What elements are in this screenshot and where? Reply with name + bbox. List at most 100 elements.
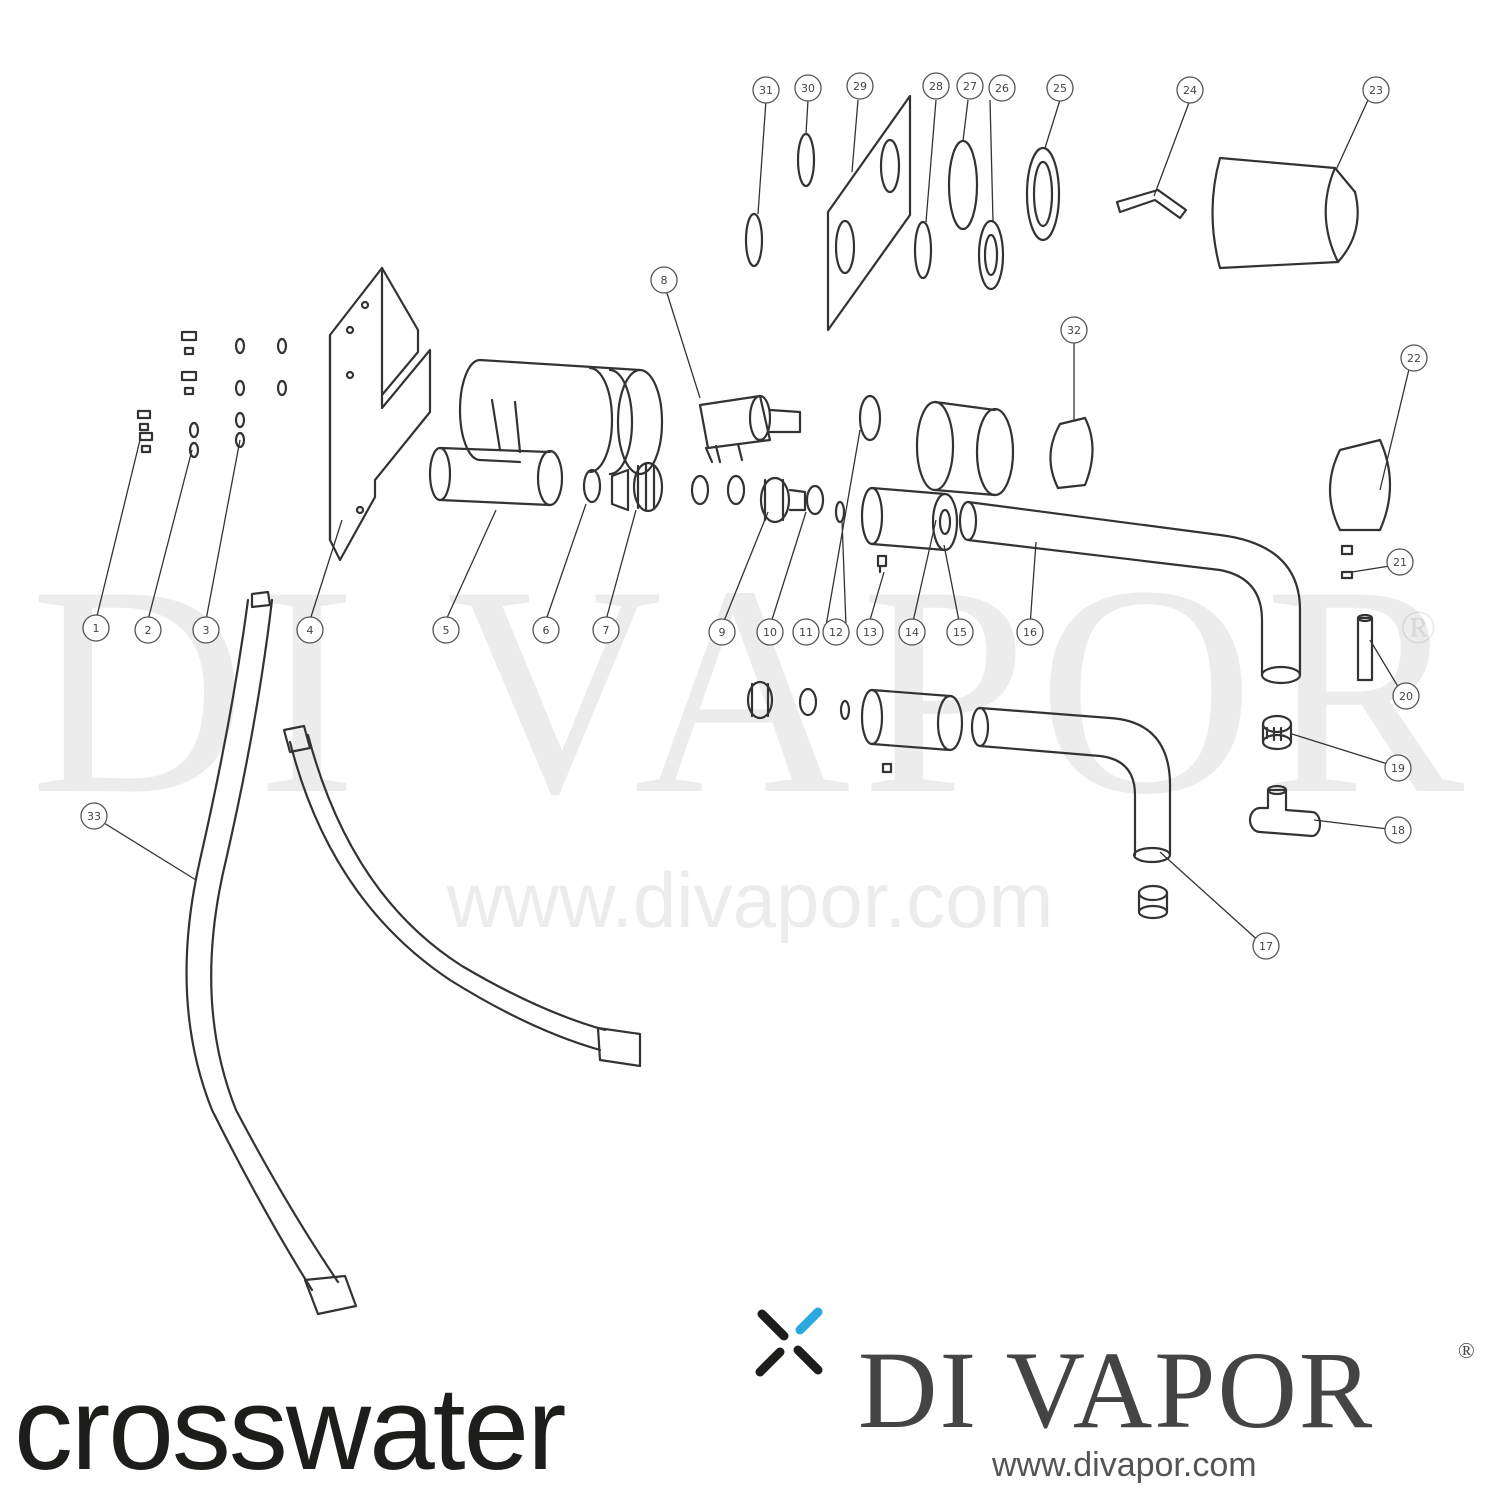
back-plate-seal: [826, 94, 912, 332]
callout-21: 21: [1386, 548, 1414, 576]
callout-14: 14: [898, 618, 926, 646]
pin: [1356, 613, 1374, 682]
watermark-url: www.divapor.com: [446, 856, 1054, 944]
second-valve-set: [746, 680, 964, 774]
svg-text:3: 3: [203, 624, 210, 637]
svg-text:1: 1: [93, 622, 100, 635]
svg-text:24: 24: [1183, 84, 1197, 97]
callout-9: 9: [708, 618, 736, 646]
callout-3: 3: [192, 616, 220, 644]
diverter-tee: [1248, 784, 1322, 838]
svg-text:6: 6: [543, 624, 550, 637]
callout-11: 11: [792, 618, 820, 646]
svg-text:11: 11: [799, 626, 813, 639]
callout-31: 31: [752, 76, 780, 104]
small-grub-screw: [1340, 544, 1354, 580]
divapor-registered-mark: ®: [1458, 1338, 1475, 1363]
callout-12: 12: [822, 618, 850, 646]
mounting-screws: [136, 330, 198, 454]
svg-text:21: 21: [1393, 556, 1407, 569]
callout-1: 1: [82, 614, 110, 642]
watermark-registered-mark: ®: [1400, 601, 1437, 654]
lever-handle-cap: [1211, 156, 1359, 270]
crosswater-logo: crosswater: [14, 1363, 566, 1495]
callout-13: 13: [856, 618, 884, 646]
callout-27: 27: [956, 72, 984, 100]
callout-17: 17: [1252, 932, 1280, 960]
svg-text:14: 14: [905, 626, 919, 639]
svg-text:5: 5: [443, 624, 450, 637]
callout-10: 10: [756, 618, 784, 646]
callout-7: 7: [592, 616, 620, 644]
svg-text:4: 4: [307, 624, 314, 637]
callout-2: 2: [134, 616, 162, 644]
spout-hub: [860, 486, 959, 552]
svg-text:30: 30: [801, 82, 815, 95]
callout-32: 32: [1060, 316, 1088, 344]
svg-text:26: 26: [995, 82, 1009, 95]
svg-text:9: 9: [719, 626, 726, 639]
top-rings: [744, 132, 1061, 291]
callout-33: 33: [80, 802, 108, 830]
callout-23: 23: [1362, 76, 1390, 104]
svg-text:17: 17: [1259, 940, 1273, 953]
callout-16: 16: [1016, 618, 1044, 646]
callout-22: 22: [1400, 344, 1428, 372]
valve-body: [428, 358, 664, 507]
callout-28: 28: [922, 72, 950, 100]
flexible-hose-short: [282, 724, 642, 1068]
svg-text:33: 33: [87, 810, 101, 823]
callout-15: 15: [946, 618, 974, 646]
wall-bracket: [328, 266, 432, 562]
svg-text:19: 19: [1391, 762, 1405, 775]
spout-upper: [958, 500, 1302, 685]
svg-text:25: 25: [1053, 82, 1067, 95]
callout-8: 8: [650, 266, 678, 294]
callout-5: 5: [432, 616, 460, 644]
svg-text:8: 8: [661, 274, 668, 287]
svg-text:23: 23: [1369, 84, 1383, 97]
washers: [188, 337, 288, 459]
crosswater-x-mark: [755, 1307, 823, 1377]
svg-text:13: 13: [863, 626, 877, 639]
svg-text:28: 28: [929, 80, 943, 93]
svg-text:12: 12: [829, 626, 843, 639]
grub-screw: [876, 554, 888, 574]
callout-30: 30: [794, 74, 822, 102]
divapor-url: www.divapor.com: [992, 1446, 1257, 1484]
hex-key: [1115, 188, 1188, 220]
svg-text:10: 10: [763, 626, 777, 639]
svg-text:22: 22: [1407, 352, 1421, 365]
callout-6: 6: [532, 616, 560, 644]
aerator-spare: [1137, 884, 1169, 920]
flow-seat: [610, 461, 664, 513]
svg-text:7: 7: [603, 624, 610, 637]
end-cap-round: [1049, 416, 1094, 490]
sleeve: [915, 400, 1015, 497]
flexible-hose-long: [185, 590, 358, 1316]
svg-text:2: 2: [145, 624, 152, 637]
sealing-rings: [690, 394, 882, 524]
svg-text:20: 20: [1399, 690, 1413, 703]
divapor-logo: DI VAPOR: [858, 1329, 1375, 1451]
callout-19: 19: [1384, 754, 1412, 782]
svg-text:27: 27: [963, 80, 977, 93]
svg-text:16: 16: [1023, 626, 1037, 639]
svg-text:18: 18: [1391, 824, 1405, 837]
o-ring: [582, 468, 602, 504]
callout-26: 26: [988, 74, 1016, 102]
callout-20: 20: [1392, 682, 1420, 710]
callout-24: 24: [1176, 76, 1204, 104]
callout-4: 4: [296, 616, 324, 644]
callout-29: 29: [846, 72, 874, 100]
callout-25: 25: [1046, 74, 1074, 102]
cartridge: [698, 394, 802, 464]
svg-text:32: 32: [1067, 324, 1081, 337]
svg-text:29: 29: [853, 80, 867, 93]
spout-lower: [970, 706, 1172, 864]
aerator: [1261, 714, 1293, 751]
callout-18: 18: [1384, 816, 1412, 844]
check-valve: [759, 476, 807, 524]
watermark-text: DI VAPOR: [30, 524, 1475, 856]
